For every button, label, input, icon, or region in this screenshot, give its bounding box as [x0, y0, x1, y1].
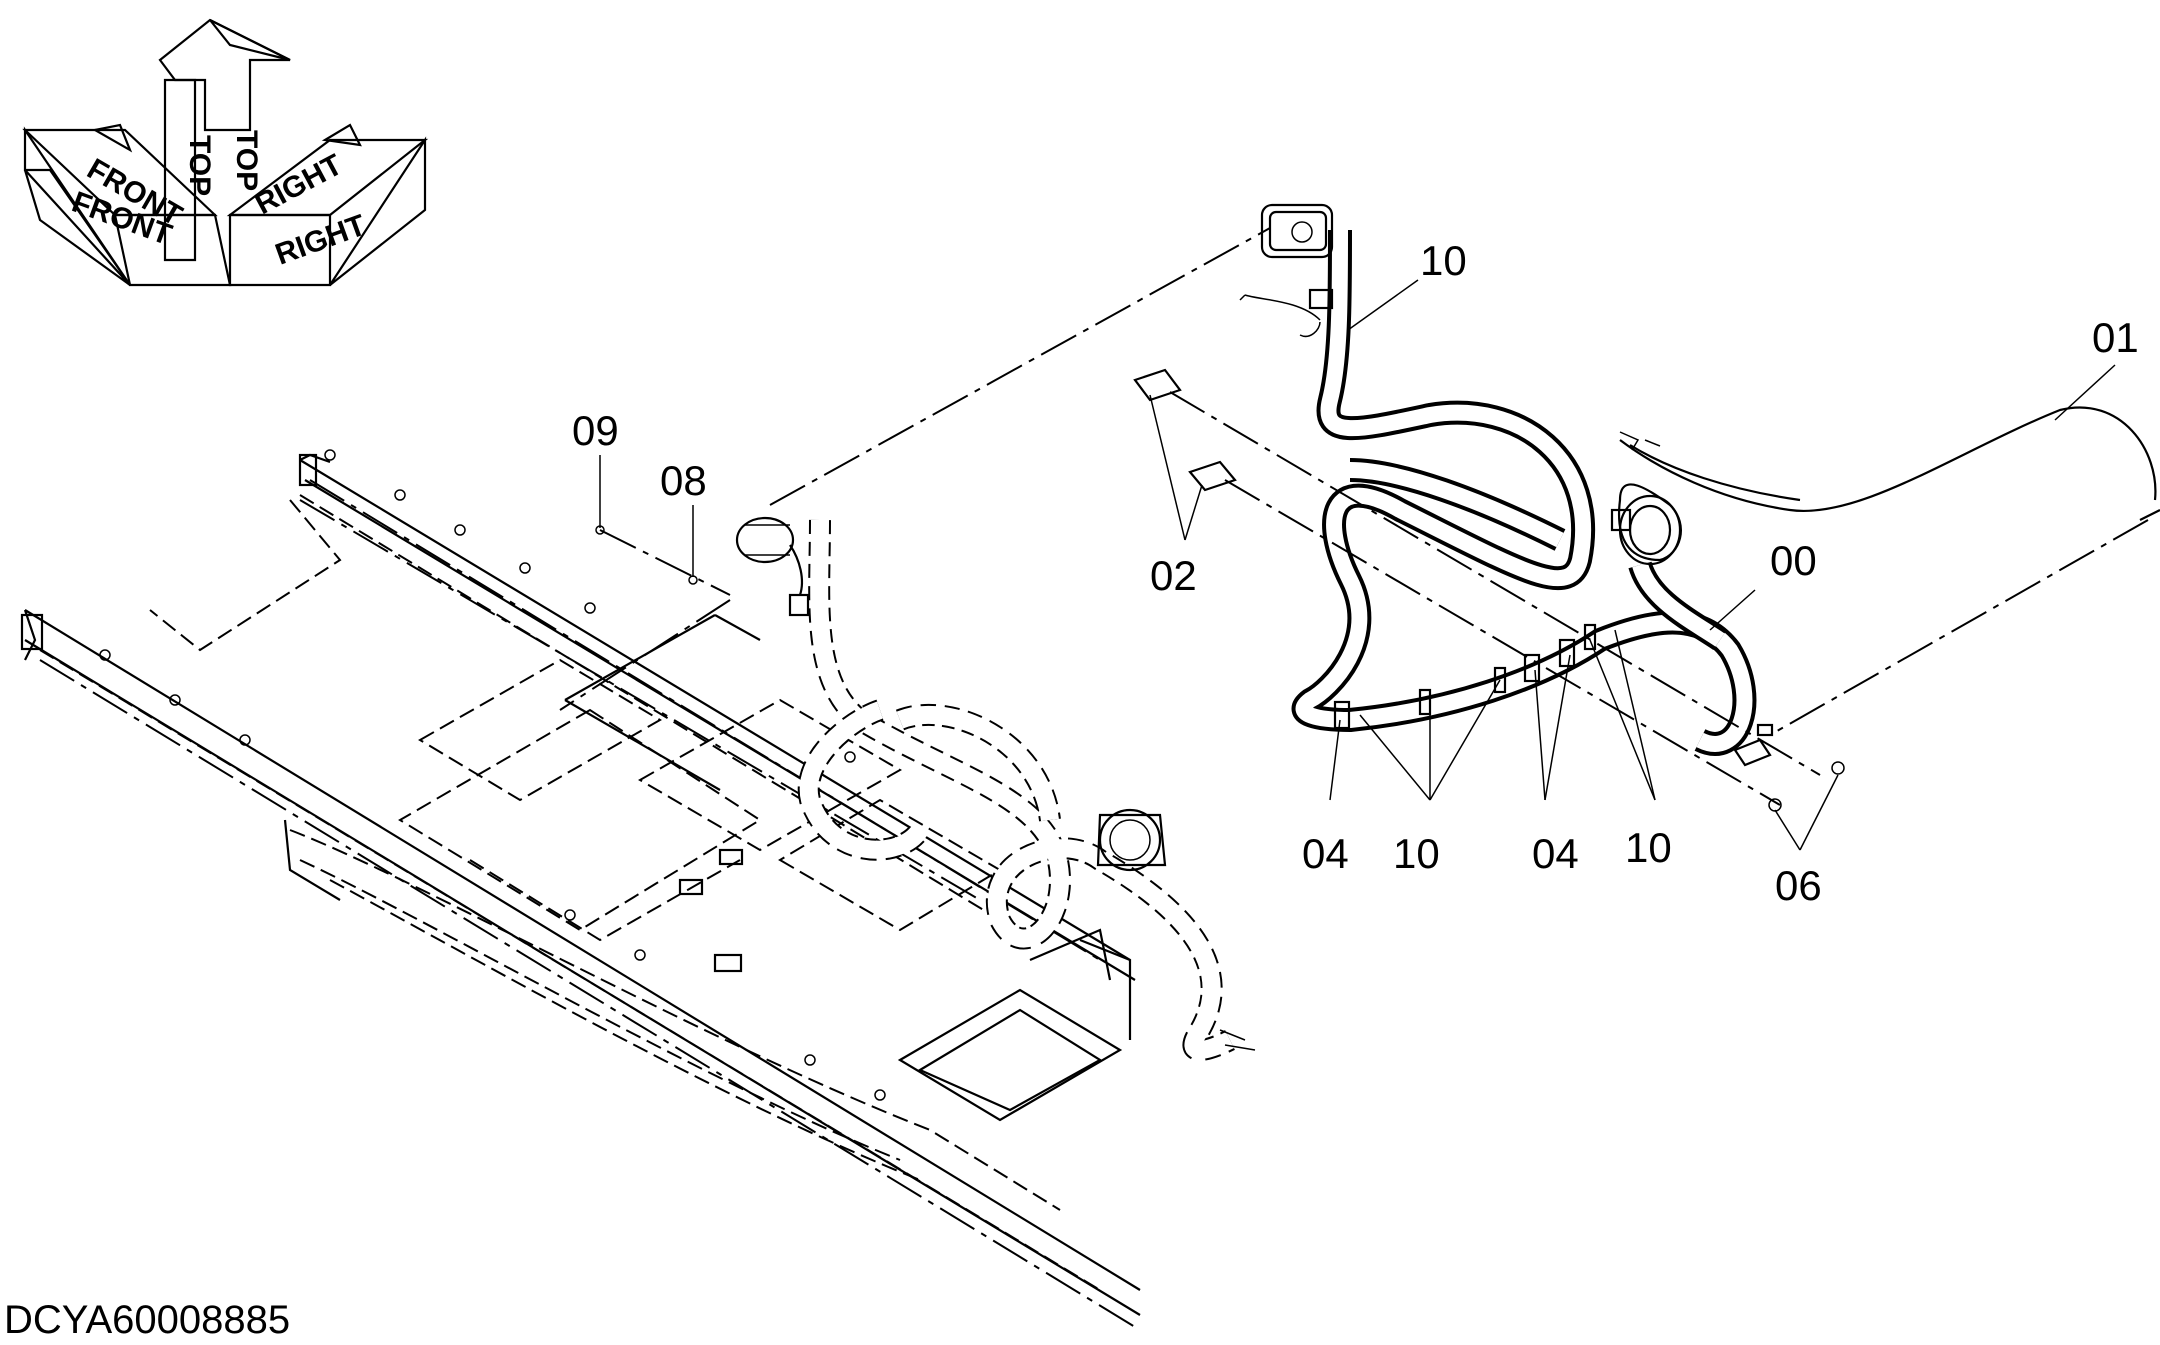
- orientation-top-label-left: TOP: [183, 135, 216, 196]
- orientation-indicator-icon: [22, 18, 429, 287]
- orientation-right-label-lower: RIGHT: [271, 209, 370, 272]
- callout-10-top: 10: [1420, 237, 1467, 284]
- work-lamp-upper-icon: [1239, 203, 1334, 337]
- assembly-lines: [559, 227, 2149, 806]
- bolt-08-icon: [688, 575, 698, 585]
- callout-02: 02: [1150, 552, 1197, 599]
- orientation-top-label-right: TOP: [230, 130, 263, 191]
- callout-06: 06: [1775, 862, 1822, 909]
- callout-09: 09: [572, 407, 619, 454]
- frame-harness-phantom: [797, 519, 1256, 1061]
- frame-bolts: [99, 449, 886, 1101]
- callout-04-right: 04: [1532, 830, 1579, 877]
- callout-10-right: 10: [1625, 824, 1672, 871]
- callout-08: 08: [660, 457, 707, 504]
- cable-01: [1619, 406, 2160, 521]
- mounting-brackets-02: [1133, 368, 1237, 492]
- leader-lines: [599, 279, 2116, 851]
- rear-lamp-icon: [735, 516, 810, 617]
- callout-10-left: 10: [1393, 830, 1440, 877]
- orientation-right-label-upper: RIGHT: [250, 148, 348, 221]
- machine-frame: [20, 449, 1141, 1331]
- callout-00: 00: [1770, 537, 1817, 584]
- harness-connectors-06: [1733, 723, 1845, 812]
- callout-01: 01: [2092, 314, 2139, 361]
- callout-04-left: 04: [1302, 830, 1349, 877]
- work-lamp-right-icon: [1610, 483, 1682, 566]
- drawing-code: DCYA60008885: [4, 1298, 290, 1342]
- wire-harness-assembly: [1291, 229, 1757, 756]
